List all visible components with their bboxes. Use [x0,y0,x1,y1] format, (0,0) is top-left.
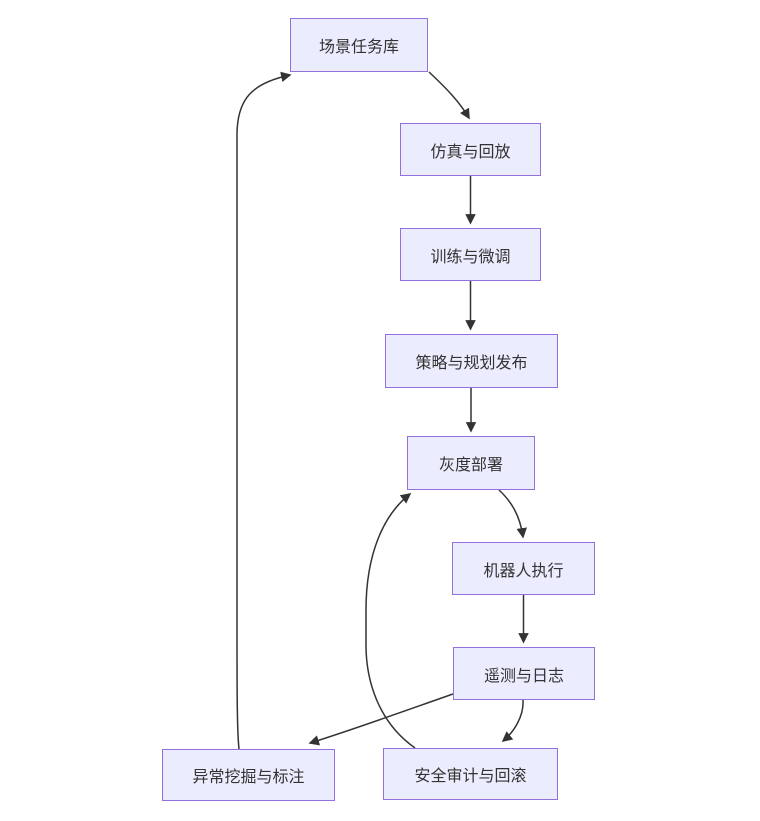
node-telemetry-logs: 遥测与日志 [453,647,595,700]
node-label: 策略与规划发布 [415,355,528,372]
node-training-finetune: 训练与微调 [400,228,541,281]
edge-gray-to-robot [498,489,527,539]
node-label: 遥测与日志 [483,667,564,685]
node-label: 安全审计与回滚 [414,768,527,785]
edge-telemetry-to-anomaly [308,693,454,746]
edge-safety-to-gray [365,493,416,749]
node-label: 异常挖掘与标注 [192,769,305,786]
node-robot-execution: 机器人执行 [452,542,595,595]
node-label: 训练与微调 [430,248,511,266]
edge-anomaly-to-scene [236,71,292,750]
node-label: 灰度部署 [438,457,503,474]
node-anomaly-mining-annotation: 异常挖掘与标注 [162,749,335,801]
node-scene-task-library: 场景任务库 [290,18,428,72]
node-label: 场景任务库 [318,39,399,56]
node-label: 仿真与回放 [430,143,511,161]
edge-scene-to-simulation [428,71,470,120]
node-policy-planning-release: 策略与规划发布 [385,334,558,388]
node-gray-deployment: 灰度部署 [407,436,535,490]
edge-telemetry-to-safety [501,699,524,742]
node-safety-audit-rollback: 安全审计与回滚 [383,748,558,800]
node-label: 机器人执行 [483,562,564,580]
node-simulation-replay: 仿真与回放 [400,123,541,176]
